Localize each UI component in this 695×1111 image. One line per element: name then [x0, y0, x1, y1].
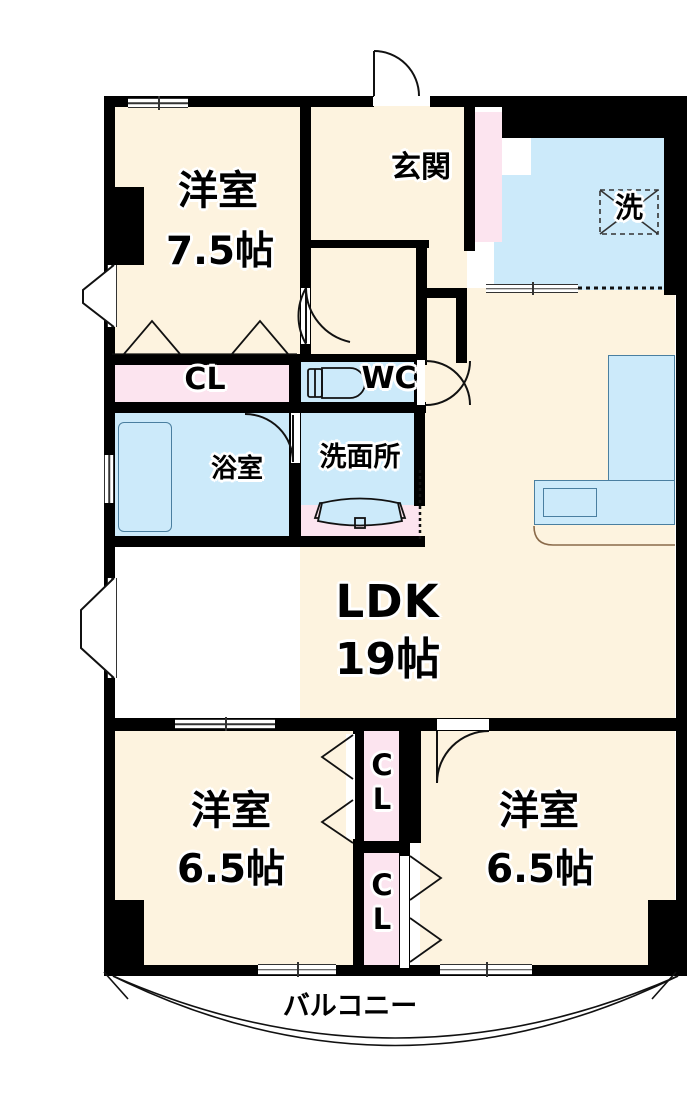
- window-utility-bottom[interactable]: [486, 282, 578, 295]
- wall-hall-right: [416, 240, 427, 365]
- bedroom-top-left-floor: [112, 106, 307, 361]
- window-ldk-bottom-left[interactable]: [175, 717, 275, 731]
- wall-bath-bottom: [112, 536, 425, 547]
- window-balcony-left[interactable]: [258, 962, 336, 977]
- washer-label: 洗: [614, 191, 643, 224]
- bedroom-top-left-size: 7.5帖: [165, 229, 275, 274]
- door-gap-bathroom: [291, 413, 300, 463]
- door-gap-closet-low: [400, 856, 409, 968]
- wall-exterior-left: [104, 96, 115, 976]
- closet-middle-cl: [362, 731, 400, 841]
- window-bay-ldk-sash[interactable]: [107, 578, 117, 678]
- closet-middle-label: CL: [365, 748, 399, 816]
- wall-wc-left: [289, 354, 301, 409]
- wall-bedroom-br-left: [410, 731, 421, 843]
- wall-ldk-left-upper: [456, 288, 467, 363]
- bathtub: [118, 422, 172, 532]
- bathroom-label: 浴室: [210, 454, 263, 484]
- balcony-label: バルコニー: [282, 991, 418, 1022]
- wall-closet-bottom-divider: [112, 402, 301, 413]
- wall-utility-bottom: [425, 288, 467, 298]
- bedroom-bottom-left-size: 6.5帖: [176, 847, 286, 892]
- door-gap-bedroom-tl: [301, 288, 310, 344]
- bedroom-bottom-left-label: 洋室: [191, 788, 271, 834]
- closet-lower-label: CL: [365, 868, 399, 936]
- vanity-base: [300, 505, 420, 540]
- door-gap-closet-mid: [346, 734, 355, 839]
- entrance-door-swing: [373, 50, 420, 97]
- closet-top-left-cl: [112, 361, 297, 406]
- bedroom-bottom-left-floor: [112, 731, 357, 971]
- closet-lower-cl: [362, 853, 400, 971]
- door-gap-wc: [417, 360, 425, 405]
- closet-top-label: CL: [184, 362, 226, 397]
- wall-utility-right-inner: [664, 130, 676, 295]
- bedroom-top-left-label: 洋室: [178, 168, 258, 214]
- window-bedroom-tl-top[interactable]: [128, 96, 188, 110]
- pillar-left-bottom: [112, 900, 144, 971]
- window-bay-top-sash[interactable]: [107, 265, 117, 327]
- wall-closet-mid-left: [353, 731, 364, 843]
- wall-exterior-top-left: [104, 96, 374, 107]
- wall-entrance-bottom: [307, 240, 429, 248]
- pillar-left-top: [112, 187, 144, 265]
- wall-exterior-bottom: [104, 965, 687, 976]
- bedroom-bottom-right-size: 6.5帖: [485, 847, 595, 892]
- bedroom-bottom-right-label: 洋室: [499, 788, 579, 834]
- ldk-label: LDK: [335, 575, 440, 628]
- window-bathroom-left[interactable]: [104, 455, 114, 503]
- wall-closet-low-left: [353, 853, 364, 971]
- washroom-label: 洗面所: [319, 442, 401, 473]
- entrance-floor: [367, 112, 472, 242]
- wall-closet-top-divider: [112, 354, 301, 365]
- wall-closet-divider: [353, 841, 410, 853]
- door-gap-bedroom-br: [437, 719, 489, 730]
- wall-wc-bottom: [300, 402, 426, 413]
- wall-wc-top: [300, 354, 426, 362]
- utility-balcony-blue-step: [531, 135, 675, 180]
- entrance-label: 玄関: [391, 150, 451, 185]
- pillar-right-bottom: [648, 900, 676, 971]
- door-gap-entrance: [373, 97, 429, 106]
- wall-closet-mid-right: [399, 731, 410, 843]
- wall-exterior-top-notch: [502, 96, 687, 138]
- toilet-label: WC: [361, 361, 417, 396]
- wall-exterior-right: [676, 96, 687, 976]
- window-balcony-right[interactable]: [440, 962, 532, 977]
- ldk-size-label: 19帖: [334, 634, 441, 685]
- kitchen-sink: [543, 488, 597, 517]
- wall-hall-left: [300, 106, 311, 362]
- wall-entrance-right: [464, 106, 475, 251]
- wall-washroom-right: [414, 406, 425, 506]
